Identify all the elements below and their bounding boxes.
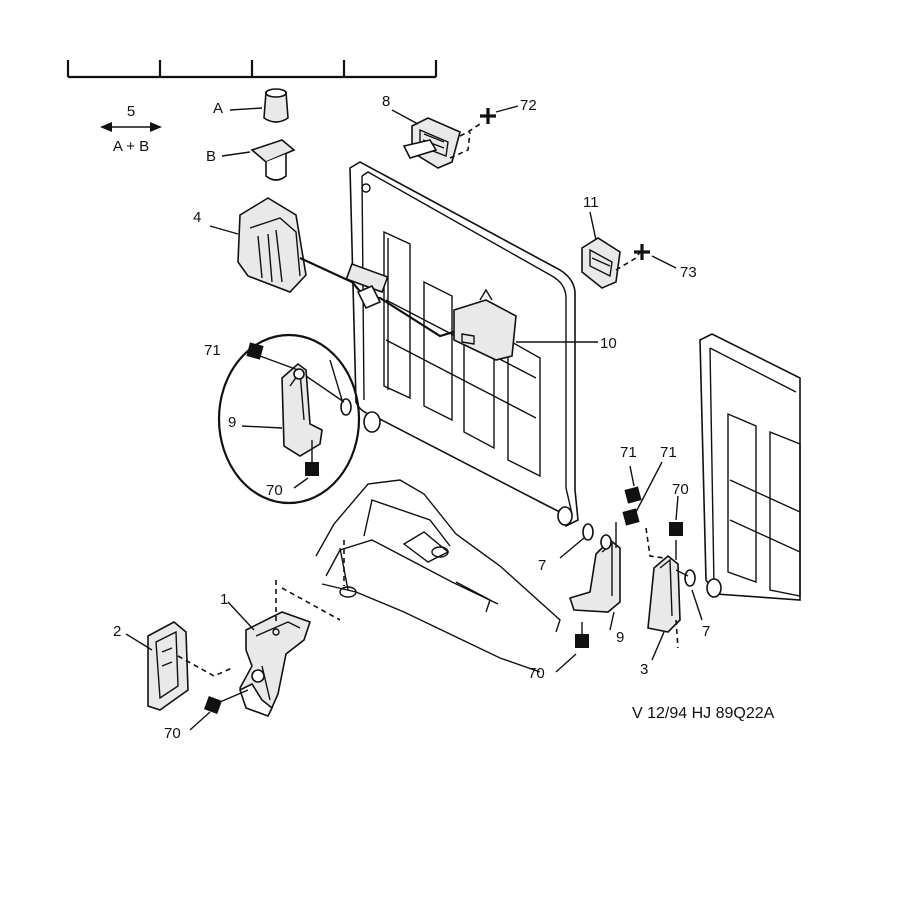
callout-70-right-bottom: 70 bbox=[528, 665, 545, 682]
callout-7-left: 7 bbox=[538, 557, 546, 574]
callout-70-left: 70 bbox=[164, 725, 181, 742]
callout-11: 11 bbox=[583, 194, 599, 211]
part-11-bracket bbox=[581, 211, 677, 289]
callout-72: 72 bbox=[520, 97, 537, 114]
cargo-floor bbox=[315, 479, 561, 673]
hinge-bracket-9 bbox=[555, 465, 642, 673]
part-a-button bbox=[229, 88, 289, 123]
callout-2: 2 bbox=[113, 623, 121, 640]
callout-71-right-b: 71 bbox=[660, 444, 677, 461]
reference-code: V 12/94 HJ 89Q22A bbox=[632, 705, 775, 722]
callout-71-right-a: 71 bbox=[620, 444, 637, 461]
callout-b: B bbox=[206, 148, 216, 165]
part-b-bezel bbox=[221, 139, 296, 181]
callout-9-detail: 9 bbox=[228, 414, 236, 431]
callout-3: 3 bbox=[640, 661, 648, 678]
callout-9-right: 9 bbox=[616, 629, 624, 646]
callout-71-detail: 71 bbox=[204, 342, 221, 359]
callout-7-right: 7 bbox=[702, 623, 710, 640]
side-panel bbox=[699, 333, 801, 601]
legend-text: A + B bbox=[113, 138, 149, 155]
callout-a: A bbox=[213, 100, 223, 117]
callout-70-right-top: 70 bbox=[672, 481, 689, 498]
legend: 5 A + B bbox=[100, 103, 162, 155]
part-2-plate bbox=[125, 621, 249, 731]
part-4-lock bbox=[209, 197, 307, 293]
part-10-latch bbox=[299, 257, 598, 361]
callout-4: 4 bbox=[193, 209, 201, 226]
table-edge bbox=[66, 60, 438, 79]
callout-1: 1 bbox=[220, 591, 228, 608]
callout-10: 10 bbox=[600, 335, 617, 352]
callout-8: 8 bbox=[382, 93, 390, 110]
hinge-bracket-3 bbox=[622, 461, 703, 661]
legend-number: 5 bbox=[127, 103, 135, 120]
detail-circle bbox=[217, 333, 361, 505]
part-1-hinge bbox=[227, 580, 341, 717]
callout-73: 73 bbox=[680, 264, 697, 281]
part-8-bracket bbox=[391, 105, 519, 169]
callout-70-detail: 70 bbox=[266, 482, 283, 499]
